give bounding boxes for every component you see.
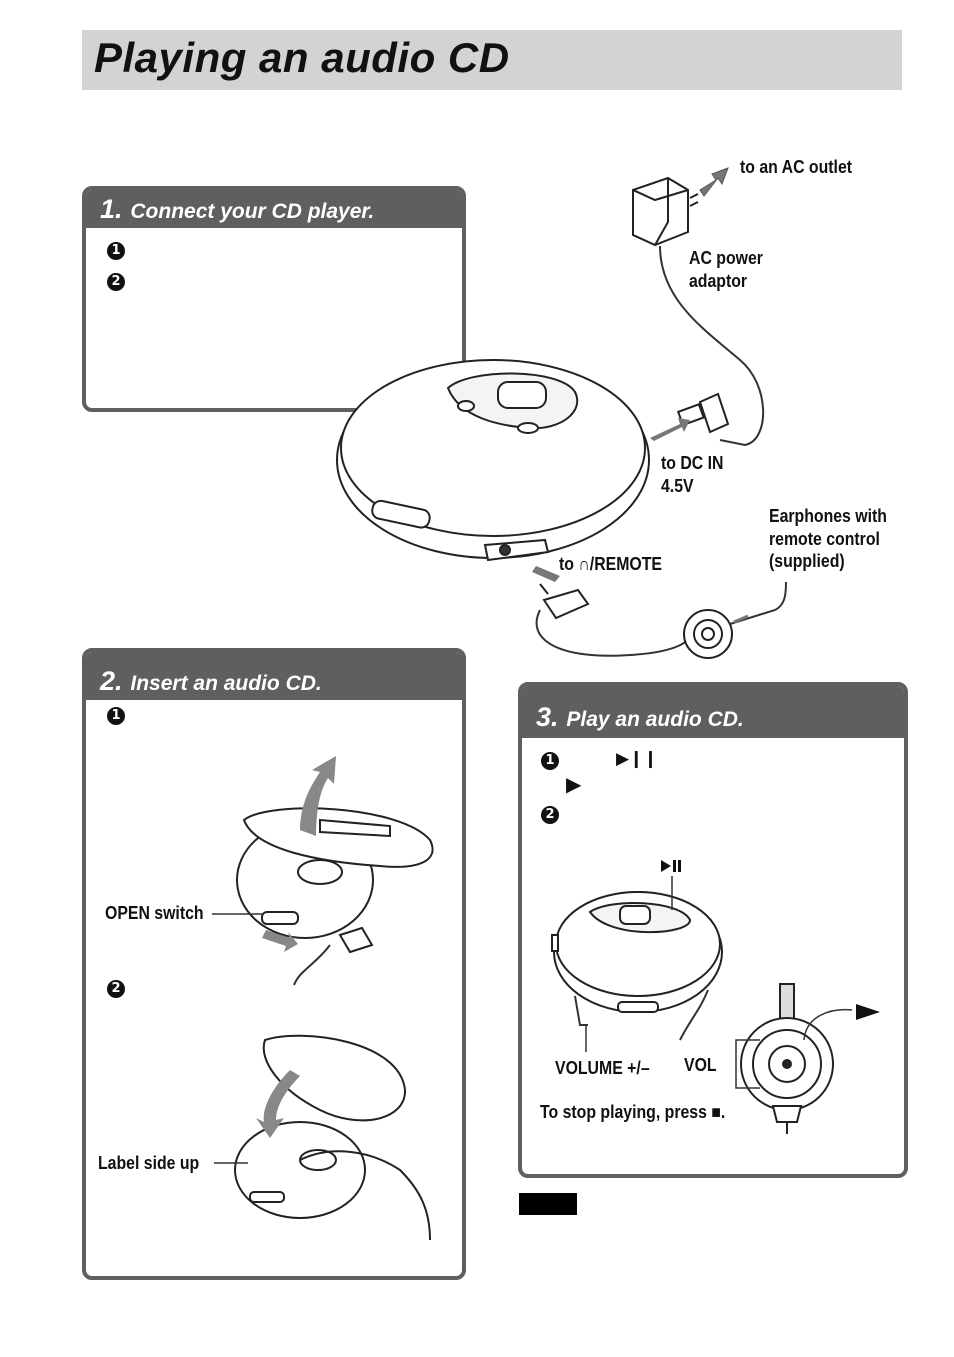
step3-number: 3. xyxy=(536,702,559,732)
insert-disc-illustration xyxy=(234,1034,431,1241)
label-ac-adaptor-2: adaptor xyxy=(689,271,748,291)
remote-detail-icon xyxy=(740,983,834,1134)
remote-cord xyxy=(729,581,787,625)
label-ac-adaptor-1: AC power xyxy=(689,248,763,268)
play-player-illustration xyxy=(551,891,723,1013)
step2-heading: Insert an audio CD. xyxy=(130,672,322,695)
step-marker: 2 xyxy=(541,806,559,824)
adaptor-cord xyxy=(659,245,765,447)
play-pause-symbol: ▶❙❙ xyxy=(616,749,658,768)
step-marker: 2 xyxy=(107,273,125,291)
label-side-up: Label side up xyxy=(98,1153,200,1173)
label-earphones-1: Earphones with xyxy=(769,506,887,526)
step1-panel: 1. Connect your CD player. xyxy=(82,186,466,412)
arrow-to-dcin-icon xyxy=(650,418,690,441)
page-title: Playing an audio CD xyxy=(94,34,510,81)
label-ac-outlet: to an AC outlet xyxy=(740,157,853,177)
arrow-remote-icon xyxy=(733,614,749,624)
cd-player-icon xyxy=(336,359,650,562)
label-stop-text: To stop playing, press ■. xyxy=(540,1102,726,1122)
arrow-to-remote-icon xyxy=(532,566,560,582)
step2-item-2: 2 xyxy=(107,979,125,998)
step1-item-2: 2 xyxy=(107,272,125,291)
label-vol: VOL xyxy=(684,1055,717,1075)
step3-header: 3. Play an audio CD. xyxy=(522,686,904,738)
step2-number: 2. xyxy=(100,666,123,696)
label-dc-in-2: 4.5V xyxy=(661,476,694,496)
play-remote-icon xyxy=(856,1004,880,1020)
step-marker: 1 xyxy=(541,752,559,770)
step-marker: 1 xyxy=(107,707,125,725)
step2-header: 2. Insert an audio CD. xyxy=(86,652,462,700)
ac-adaptor-icon xyxy=(632,176,699,247)
slide-arrow-icon xyxy=(262,930,298,952)
arrow-to-outlet-icon xyxy=(699,167,729,197)
step-marker: 1 xyxy=(107,242,125,260)
play-pause-icon xyxy=(661,860,671,872)
open-lid-illustration xyxy=(236,807,434,954)
step2-panel: 2. Insert an audio CD. xyxy=(82,648,466,1280)
step1-number: 1. xyxy=(100,194,123,224)
label-earphones-3: (supplied) xyxy=(769,551,845,571)
label-earphones-2: remote control xyxy=(769,529,880,549)
earphone-plug-icon xyxy=(539,583,590,620)
label-dc-in-1: to DC IN xyxy=(661,453,724,473)
label-volume: VOLUME +/– xyxy=(555,1058,650,1078)
step1-header: 1. Connect your CD player. xyxy=(86,190,462,228)
earphone-cord xyxy=(535,609,691,657)
step2-item-1: 1 xyxy=(107,706,125,725)
step3-item-2: 2 xyxy=(541,805,559,824)
remote-control-icon xyxy=(683,609,733,659)
label-remote-jack: to ∩/REMOTE xyxy=(559,554,662,574)
note-badge xyxy=(519,1193,577,1215)
vol-bracket xyxy=(735,1039,760,1089)
label-open-switch: OPEN switch xyxy=(105,903,204,923)
step1-item-1: 1 xyxy=(107,241,125,260)
play-symbol: ▶ xyxy=(566,774,582,796)
step3-heading: Play an audio CD. xyxy=(566,708,744,731)
step1-heading: Connect your CD player. xyxy=(130,200,375,223)
insert-arrow-icon xyxy=(256,1070,300,1138)
title-bar xyxy=(82,30,902,90)
open-arrow-icon xyxy=(300,756,336,836)
step3-item-1: 1 xyxy=(541,751,559,770)
step-marker: 2 xyxy=(107,980,125,998)
play-remote-leader xyxy=(803,1008,853,1041)
